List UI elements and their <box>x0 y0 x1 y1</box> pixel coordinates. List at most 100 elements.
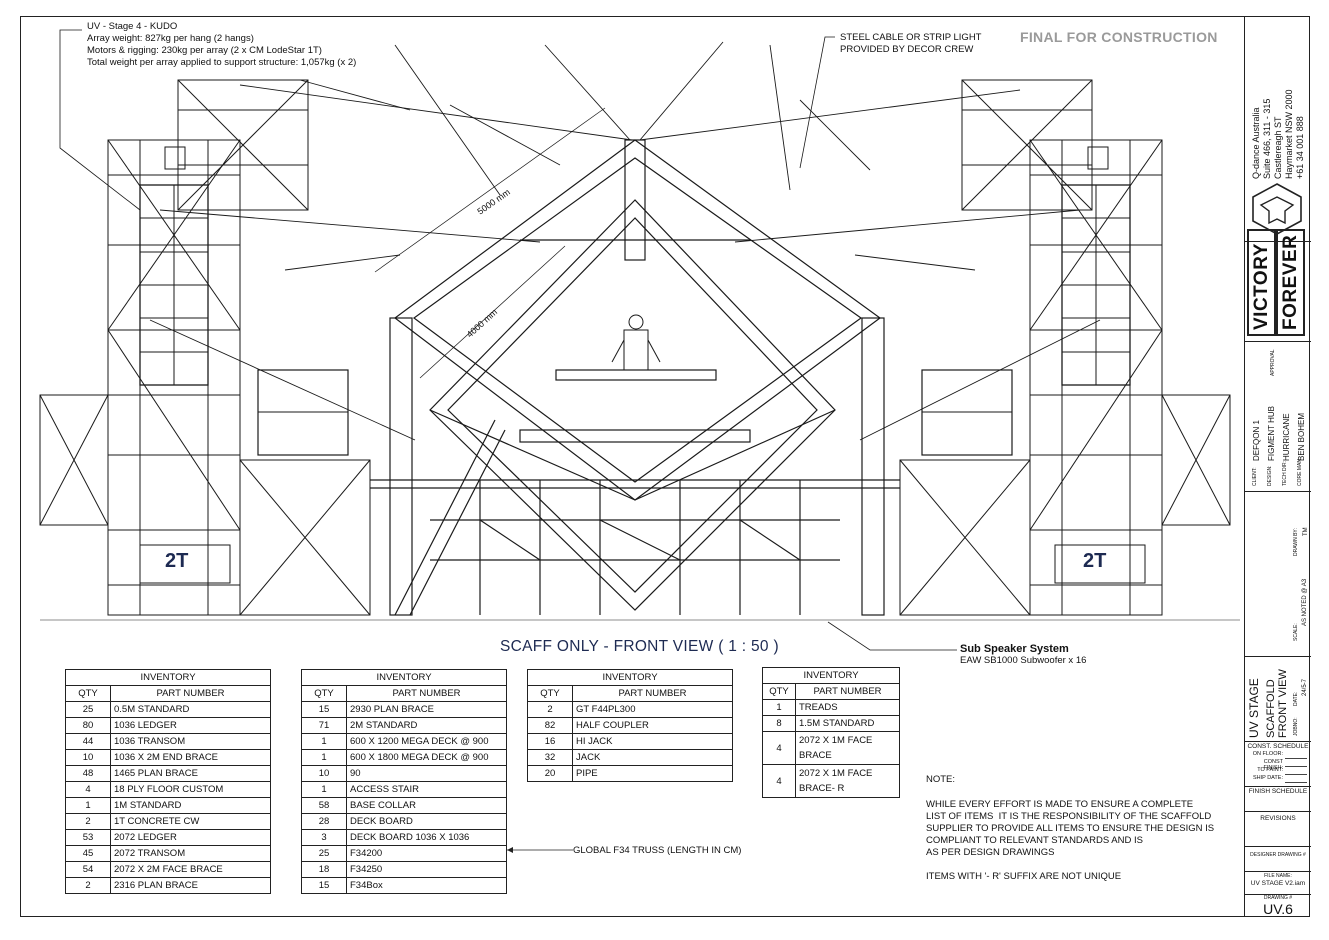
part-cell: 2072 X 2M FACE BRACE <box>110 861 271 878</box>
central-truss-structure <box>370 139 900 616</box>
qty-cell: 15 <box>301 701 347 718</box>
part-cell: F34250 <box>346 861 507 878</box>
qty-cell: 82 <box>527 717 573 734</box>
qty-cell: 71 <box>301 717 347 734</box>
client-value: DEFQON 1 <box>1252 420 1261 461</box>
qty-cell: 15 <box>301 877 347 894</box>
part-cell: TREADS <box>795 699 900 716</box>
qty-cell: 54 <box>65 861 111 878</box>
col-header-part: PART NUMBER <box>572 685 733 702</box>
part-cell: 2M STANDARD <box>346 717 507 734</box>
address-line: Suite 466, 311 - 315 <box>1262 98 1272 179</box>
col-header-qty: QTY <box>65 685 111 702</box>
part-cell: 1T CONCRETE CW <box>110 813 271 830</box>
qty-cell: 28 <box>301 813 347 830</box>
truss-note: GLOBAL F34 TRUSS (LENGTH IN CM) <box>573 845 742 856</box>
note-line: LIST OF ITEMS IT IS THE RESPONSIBILITY O… <box>926 811 1212 822</box>
qty-cell: 25 <box>301 845 347 862</box>
part-cell: 2072 LEDGER <box>110 829 271 846</box>
scale-label: SCALE: <box>1293 623 1299 641</box>
techdir-label: TECH DIR: <box>1282 461 1288 486</box>
part-cell: 1M STANDARD <box>110 797 271 814</box>
part-cell: 1036 TRANSOM <box>110 733 271 750</box>
steel-cable-line: STEEL CABLE OR STRIP LIGHT <box>840 32 982 43</box>
stay-cables <box>149 41 1101 441</box>
part-cell: 90 <box>346 765 507 782</box>
drawing-number: UV.6 <box>1263 901 1293 917</box>
part-cell: F34Box <box>346 877 507 894</box>
col-header-qty: QTY <box>527 685 573 702</box>
note-line: AS PER DESIGN DRAWINGS <box>926 847 1055 858</box>
qty-cell: 1 <box>301 749 347 766</box>
coreman-value: BEN BOHEM <box>1297 412 1306 461</box>
part-cell: 18 PLY FLOOR CUSTOM <box>110 781 271 798</box>
qty-cell: 4 <box>65 781 111 798</box>
part-cell: 2072 TRANSOM <box>110 845 271 862</box>
part-cell: 1465 PLAN BRACE <box>110 765 271 782</box>
schedule-item: CONST FINISH: <box>1263 759 1283 771</box>
schedule-item: TO PAINT: <box>1257 767 1283 773</box>
table-title: INVENTORY <box>65 669 271 686</box>
design-value: FIGMENT HUB <box>1267 406 1276 461</box>
qty-cell: 16 <box>527 733 573 750</box>
qty-cell: 18 <box>301 861 347 878</box>
steel-cable-callout: STEEL CABLE OR STRIP LIGHT PROVIDED BY D… <box>840 32 981 56</box>
qty-cell: 53 <box>65 829 111 846</box>
schedule-item: SHIP DATE: <box>1252 775 1283 781</box>
address-line: +61 34 001 888 <box>1295 116 1305 179</box>
part-cell: JACK <box>572 749 733 766</box>
part-cell: 2072 X 1M FACE BRACE <box>795 731 900 765</box>
approval-label: APPROVAL <box>1270 349 1276 376</box>
part-cell: 0.5M STANDARD <box>110 701 271 718</box>
qty-cell: 3 <box>301 829 347 846</box>
part-cell: 600 X 1800 MEGA DECK @ 900 <box>346 749 507 766</box>
sub-speaker-detail: EAW SB1000 Subwoofer x 16 <box>960 655 1087 666</box>
qty-cell: 1 <box>301 781 347 798</box>
designer-drawing-label: DESIGNER DRAWING # <box>1250 852 1306 858</box>
part-cell: BASE COLLAR <box>346 797 507 814</box>
dimension-5000: 5000 mm <box>475 187 511 217</box>
left-scaffold-tower <box>39 79 371 616</box>
part-cell: 1036 LEDGER <box>110 717 271 734</box>
note-line: WHILE EVERY EFFORT IS MADE TO ENSURE A C… <box>926 799 1194 810</box>
project-name: UV STAGE <box>1247 678 1261 738</box>
uv-stage-note: UV - Stage 4 - KUDO Array weight: 827kg … <box>87 21 356 69</box>
dimension-lines <box>374 107 606 379</box>
table-title: INVENTORY <box>301 669 507 686</box>
qty-cell: 44 <box>65 733 111 750</box>
note-line: SUPPLIER TO PROVIDE ALL ITEMS TO ENSURE … <box>926 823 1215 834</box>
part-cell: F34200 <box>346 845 507 862</box>
col-header-part: PART NUMBER <box>110 685 271 702</box>
dimension-4000: 4000 mm <box>465 307 500 340</box>
qty-cell: 80 <box>65 717 111 734</box>
scale-value: AS NOTED @ A3 <box>1302 578 1308 626</box>
part-cell: 1036 X 2M END BRACE <box>110 749 271 766</box>
brand-forever: FOREVER <box>1276 228 1305 336</box>
drawing-sheet-border <box>20 16 1310 917</box>
qty-cell: 8 <box>762 715 796 732</box>
table-title: INVENTORY <box>762 667 900 684</box>
drawing-number-label: DRAWING # <box>1263 895 1293 901</box>
view-title: SCAFF ONLY - FRONT VIEW ( 1 : 50 ) <box>500 638 779 655</box>
file-name: UV STAGE V2.iam <box>1250 880 1306 887</box>
part-cell: 2316 PLAN BRACE <box>110 877 271 894</box>
